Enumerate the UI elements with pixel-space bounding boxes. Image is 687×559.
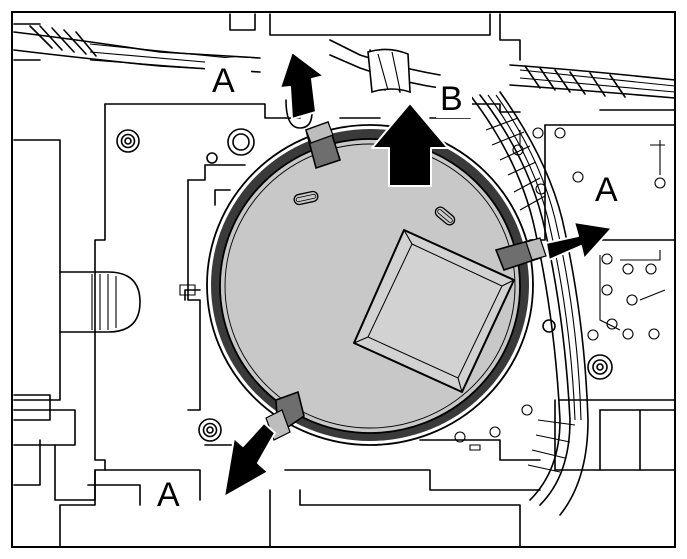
screw-boss (542, 319, 556, 333)
callout-backdrop (150, 474, 194, 514)
battery-vent-slot (293, 190, 319, 206)
retaining-clip-top (305, 120, 341, 170)
hook-loop (285, 99, 313, 129)
callout-a-right: A (595, 171, 618, 209)
screw-boss (587, 354, 613, 380)
circuit-pads (454, 127, 666, 451)
arrow-a-right (545, 221, 613, 261)
wire-harness-right (469, 91, 589, 516)
housing-linework (13, 13, 676, 548)
screw-boss (198, 418, 222, 442)
arrow-a-bottom-left (223, 422, 276, 498)
callout-backdrop (592, 168, 626, 208)
arrow-b-top (371, 102, 449, 187)
retaining-clip-bottom (265, 390, 305, 441)
callout-backdrop (205, 58, 251, 102)
callout-backdrop (436, 78, 472, 118)
retaining-clip-right (494, 237, 547, 271)
battery-contact-pad (353, 229, 515, 393)
screw-boss (206, 152, 218, 164)
coin-cell-battery (206, 124, 534, 446)
screw-boss (227, 128, 255, 156)
screw-bosses (116, 128, 613, 442)
arrow-a-top-left (279, 51, 325, 120)
screw-boss (116, 129, 140, 153)
callout-a-bottom-left: A (157, 476, 180, 514)
callout-a-top-left: A (212, 62, 235, 100)
battery-vent-slot (434, 206, 456, 226)
callout-b-top: B (440, 80, 463, 118)
